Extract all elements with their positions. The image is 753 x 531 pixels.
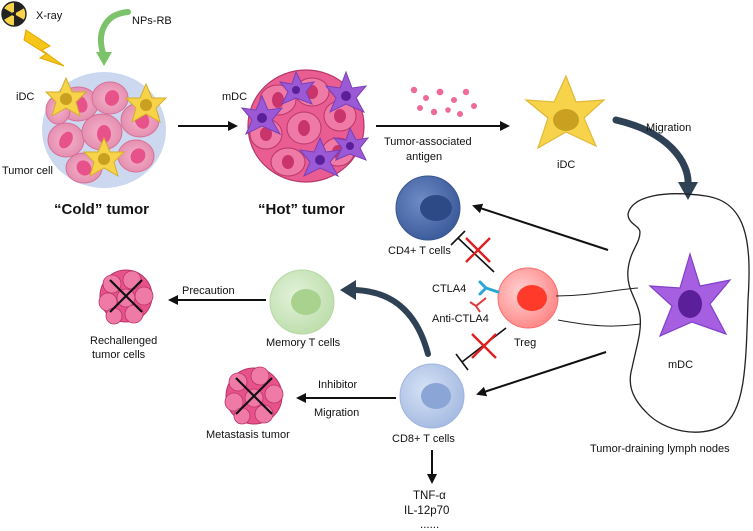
migration-top-label: Migration xyxy=(646,122,691,134)
cd8-to-memory-curved-arrow xyxy=(353,287,431,357)
inhibit-line-cd4 xyxy=(457,237,495,273)
mdc-cell xyxy=(332,126,370,161)
cold-tumor-label: “Cold” tumor xyxy=(54,201,149,218)
inhibitor-label: Inhibitor xyxy=(318,379,357,391)
taa-label-line1: Tumor-associated xyxy=(384,136,472,148)
idc-right-label: iDC xyxy=(557,159,575,171)
cd8-to-memory-arrow-head xyxy=(340,280,356,300)
cd8-label: CD8+ T cells xyxy=(392,433,455,445)
ellipsis-label: ...... xyxy=(420,519,439,531)
mdc-top-label: mDC xyxy=(222,91,247,103)
lymph-node-outline xyxy=(627,193,750,433)
treg-cell xyxy=(497,267,559,329)
idc-cell xyxy=(124,82,168,124)
nps-label: NPs-RB xyxy=(132,15,172,27)
nps-arrow-head xyxy=(96,52,112,66)
mdc-cell xyxy=(324,70,368,114)
idc-right-cell xyxy=(524,74,606,150)
mdc-cell xyxy=(298,136,342,178)
migration-arrow-head xyxy=(678,182,698,200)
hot-tumor-label: “Hot” tumor xyxy=(258,201,345,218)
arrow-lymph-to-cd8 xyxy=(476,351,607,397)
rechallenged-label-line2: tumor cells xyxy=(92,349,146,361)
nps-green-arrow xyxy=(98,9,131,59)
radiation-icon xyxy=(1,1,27,27)
treg-label: Treg xyxy=(514,337,536,349)
taa-label-line2: antigen xyxy=(406,151,442,163)
rechallenged-label-line1: Rechallenged xyxy=(90,335,157,347)
hot-tumor-cluster xyxy=(240,69,370,183)
anti-ctla4-label: Anti-CTLA4 xyxy=(432,313,489,325)
cd4-t-cell xyxy=(395,175,461,241)
migration-bottom-label: Migration xyxy=(314,407,359,419)
red-cross-cd4-icon xyxy=(465,237,491,263)
ctla4-label: CTLA4 xyxy=(432,283,466,295)
arrow-lymph-to-cd4 xyxy=(472,203,609,251)
cd4-label: CD4+ T cells xyxy=(388,245,451,257)
treg-to-node-line-2 xyxy=(557,319,641,327)
ctla4-receptor-icon xyxy=(478,280,500,296)
xray-label: X-ray xyxy=(36,10,63,22)
inhibit-bar-cd8 xyxy=(455,353,469,371)
antigen-dots xyxy=(410,86,477,117)
idc-left-label: iDC xyxy=(16,91,34,103)
idc-cell xyxy=(44,76,88,118)
treg-to-node-line xyxy=(555,287,639,297)
cross-mark-rechallenged-icon xyxy=(109,279,143,313)
inhibit-bar-cd4 xyxy=(450,230,466,246)
tnf-label: TNF-α xyxy=(413,490,446,502)
precaution-label: Precaution xyxy=(182,285,235,297)
cold-tumor-cluster xyxy=(42,72,168,188)
mdc-cell xyxy=(240,94,284,136)
red-cross-cd8-icon xyxy=(471,333,497,359)
tumor-cell-label: Tumor cell xyxy=(2,165,53,177)
anti-ctla4-antibody-icon xyxy=(469,297,487,313)
mdc-cell xyxy=(278,70,316,105)
migration-curved-arrow xyxy=(612,116,692,190)
il12-label: IL-12p70 xyxy=(404,505,449,517)
metastasis-label: Metastasis tumor xyxy=(206,429,290,441)
cd8-t-cell xyxy=(399,363,465,429)
lightning-icon xyxy=(23,29,65,67)
idc-cell xyxy=(82,136,126,178)
mdc-node-label: mDC xyxy=(668,359,693,371)
cross-mark-metastasis-icon xyxy=(235,377,273,415)
memory-t-cell xyxy=(269,269,335,335)
mdc-node-cell xyxy=(648,251,732,338)
lymph-nodes-label: Tumor-draining lymph nodes xyxy=(590,443,730,455)
memory-label: Memory T cells xyxy=(266,337,341,349)
